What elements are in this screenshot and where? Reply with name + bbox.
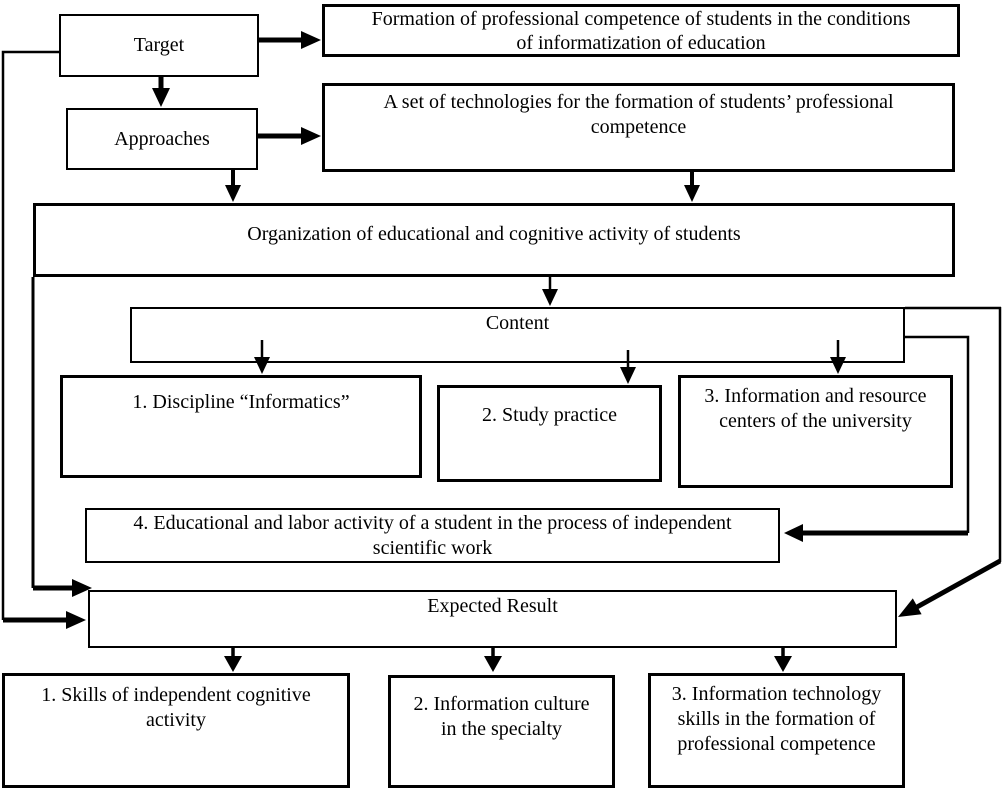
expected-result-label: Expected Result — [427, 595, 558, 617]
arrow-technologies-to-organization — [684, 172, 700, 202]
info-resource-centers-box: 3. Information and resource centers of t… — [678, 375, 953, 488]
formation-goal-box: Formation of professional competence of … — [322, 4, 960, 57]
approaches-box: Approaches — [66, 108, 258, 170]
arrow-target-to-formation — [259, 31, 321, 49]
it-skills-box: 3. Information technology skills in the … — [648, 673, 905, 788]
technologies-label: A set of technologies for the formation … — [383, 91, 894, 138]
content-label: Content — [485, 312, 550, 334]
skills-cognitive-activity-box: 1. Skills of independent cognitive activ… — [2, 673, 350, 788]
organization-box: Organization of educational and cognitiv… — [33, 203, 955, 277]
arrow-target-to-approaches — [152, 77, 170, 107]
educational-labor-activity-box: 4. Educational and labor activity of a s… — [85, 508, 780, 563]
discipline-informatics-label: 1. Discipline “Informatics” — [132, 391, 350, 413]
content-box: Content — [130, 307, 905, 363]
arrow-expected-to-info-culture — [484, 648, 502, 672]
info-resource-centers-label: 3. Information and resource centers of t… — [704, 385, 927, 432]
arrow-approaches-to-technologies — [258, 127, 321, 145]
organization-label: Organization of educational and cognitiv… — [247, 222, 741, 245]
formation-goal-label: Formation of professional competence of … — [371, 8, 911, 54]
expected-result-box: Expected Result — [88, 590, 897, 648]
study-practice-box: 2. Study practice — [437, 385, 662, 482]
information-culture-label: 2. Information culture in the specialty — [413, 693, 590, 740]
study-practice-label: 2. Study practice — [482, 404, 617, 426]
technologies-box: A set of technologies for the formation … — [322, 83, 955, 172]
approaches-label: Approaches — [114, 127, 210, 150]
skills-cognitive-activity-label: 1. Skills of independent cognitive activ… — [41, 684, 311, 731]
educational-labor-activity-label: 4. Educational and labor activity of a s… — [133, 512, 732, 559]
arrow-expected-to-skills — [224, 648, 242, 672]
it-skills-label: 3. Information technology skills in the … — [671, 683, 882, 755]
arrow-organization-to-content — [542, 277, 558, 306]
arrow-approaches-to-organization — [225, 170, 241, 202]
target-label: Target — [133, 34, 185, 56]
target-box: Target — [59, 14, 259, 77]
discipline-informatics-box: 1. Discipline “Informatics” — [60, 375, 422, 478]
arrow-expected-to-it-skills — [774, 648, 792, 672]
information-culture-box: 2. Information culture in the specialty — [388, 675, 615, 788]
